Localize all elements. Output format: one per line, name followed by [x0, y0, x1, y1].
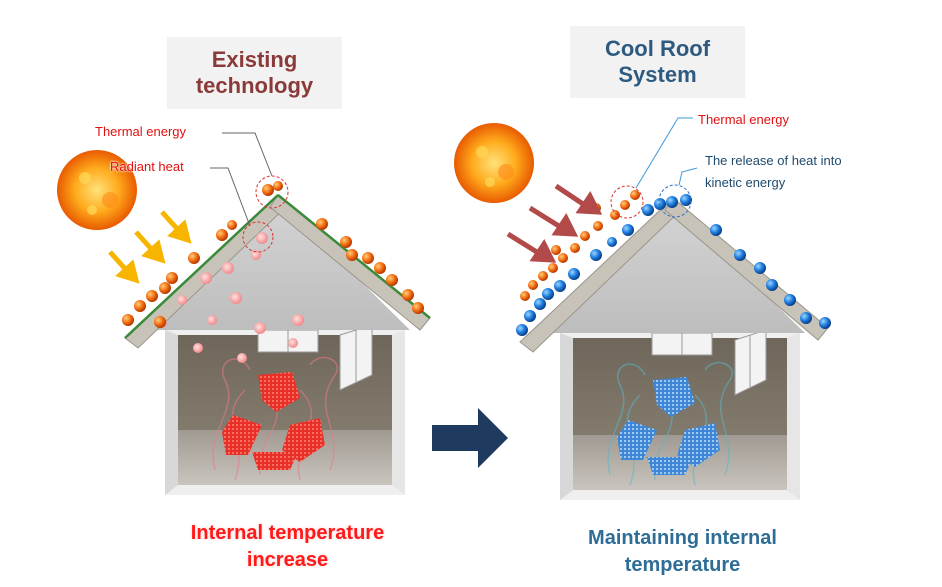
left-house-right-edge	[392, 330, 405, 495]
left-house-gable	[150, 200, 410, 330]
right-title-box: Cool Roof System	[570, 26, 745, 98]
left-roof-hot-particles	[122, 181, 424, 328]
left-radiant-heat-label: Radiant heat	[110, 159, 184, 174]
right-caption-line1: Maintaining internal	[588, 527, 777, 549]
right-roof-cool-particles	[516, 194, 831, 336]
left-thermal-energy-label: Thermal energy	[95, 124, 187, 139]
right-release-label-line2: kinetic energy	[705, 175, 786, 190]
left-recycle-icon	[222, 372, 325, 470]
left-title-line1: Existing	[211, 47, 298, 72]
left-caption: Internal temperature increase	[165, 520, 410, 574]
right-title-line2: System	[618, 62, 697, 87]
right-release-label: The release of heat into kinetic energy	[705, 150, 842, 194]
left-caption-line1: Internal temperature	[190, 522, 385, 544]
left-house-left-edge	[165, 330, 178, 495]
left-sunlight-arrows	[108, 210, 192, 284]
right-title-line1: Cool Roof	[604, 36, 711, 61]
right-release-label-line1: The release of heat into	[705, 153, 842, 168]
arrow-right-icon	[432, 408, 508, 468]
right-sun-icon	[454, 123, 534, 203]
right-house-gable	[545, 205, 805, 333]
right-sunlight-arrows	[506, 183, 603, 263]
right-caption-line2: temperature	[624, 554, 741, 576]
left-title-box: Existing technology	[167, 37, 342, 109]
right-house	[454, 117, 831, 500]
left-callouts	[210, 132, 289, 253]
right-caption: Maintaining internal temperature	[560, 525, 805, 579]
left-title-line2: technology	[195, 73, 314, 98]
left-house	[57, 132, 431, 495]
left-caption-line2: increase	[246, 549, 329, 571]
left-sun-icon	[57, 150, 137, 230]
right-callouts	[610, 117, 698, 219]
right-thermal-energy-label: Thermal energy	[698, 112, 790, 127]
right-recycle-icon	[617, 377, 720, 475]
